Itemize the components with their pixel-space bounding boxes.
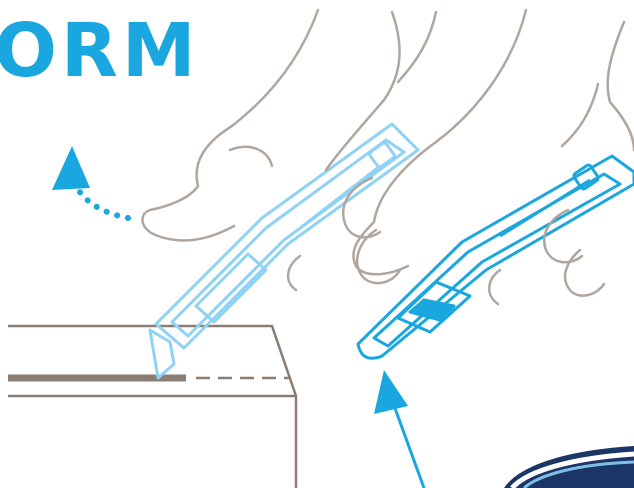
brand-logo-emblem: [504, 446, 634, 488]
dotted-up-arrow: [52, 146, 128, 218]
safety-knife-right: [358, 156, 634, 358]
pointer-arrow: [374, 370, 424, 488]
